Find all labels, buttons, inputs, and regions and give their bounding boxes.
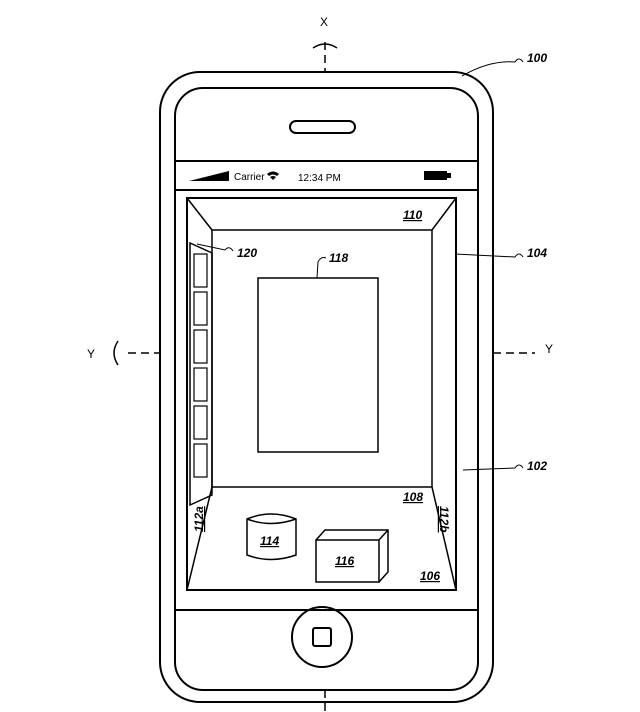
- panel-items: [193, 253, 208, 478]
- ref-picture: 118: [329, 251, 348, 265]
- ref-ceiling: 110: [403, 208, 422, 222]
- y-axis-right-label: Y: [545, 342, 553, 356]
- home-button-square-icon: [312, 627, 332, 647]
- wifi-icon: [267, 171, 279, 180]
- ref-box: 116: [335, 554, 354, 568]
- phone-bezel: [174, 87, 479, 691]
- ref-floor: 106: [420, 569, 440, 583]
- ref-panel: 120: [237, 246, 257, 260]
- box-object: [315, 529, 389, 583]
- ref-left-wall: 112a: [192, 506, 206, 532]
- home-button[interactable]: [291, 606, 353, 668]
- side-panel: [189, 241, 213, 507]
- x-rotation-arrow-icon: [312, 43, 338, 49]
- back-wall: [211, 229, 433, 488]
- signal-icon: [189, 171, 229, 181]
- ref-back-wall: 108: [403, 490, 423, 504]
- cylinder-object: [246, 513, 297, 561]
- phone-housing: [159, 71, 494, 703]
- picture-frame: [257, 277, 379, 453]
- display-screen: [186, 197, 457, 591]
- ref-cylinder: 114: [260, 534, 279, 548]
- x-axis-label: X: [320, 15, 328, 29]
- y-axis-left-label: Y: [87, 347, 95, 361]
- y-rotation-arrow-icon: [113, 340, 119, 366]
- ref-housing: 102: [527, 459, 547, 473]
- ref-display: 104: [527, 246, 547, 260]
- status-time: 12:34 PM: [298, 173, 341, 184]
- carrier-label: Carrier: [234, 172, 265, 183]
- ref-device: 100: [527, 51, 547, 65]
- battery-icon: [424, 171, 447, 180]
- speaker-slot: [289, 120, 356, 134]
- ref-right-wall: 112b: [437, 506, 451, 532]
